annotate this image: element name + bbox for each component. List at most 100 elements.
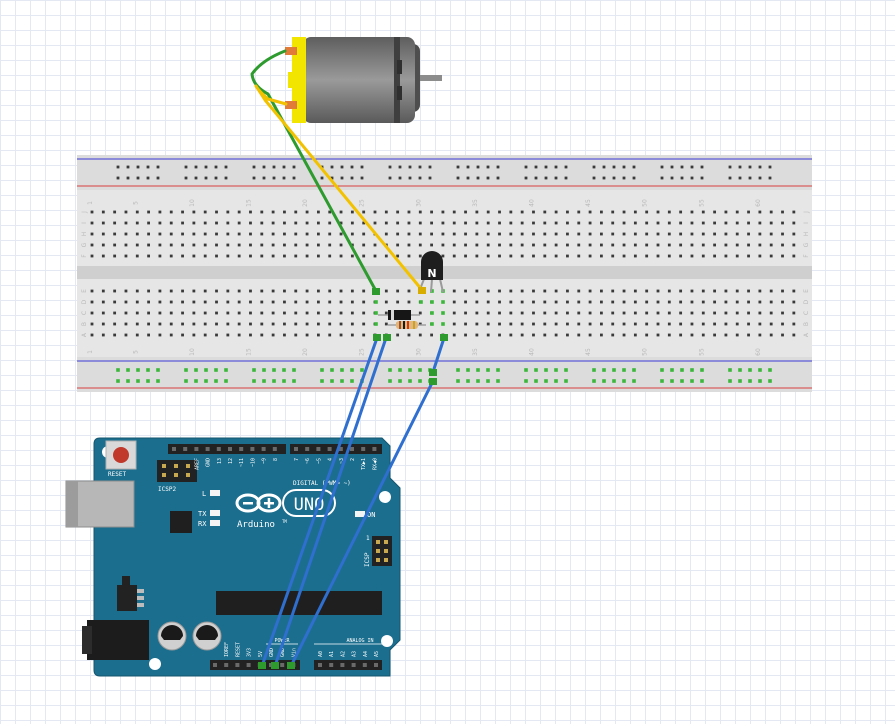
rail-hole-connected	[738, 368, 742, 372]
breadboard-hole	[305, 232, 309, 236]
row-letter: J	[803, 211, 810, 214]
digital-pin-label: ~9	[262, 458, 268, 464]
digital-header-pin	[305, 447, 310, 451]
breadboard-hole	[656, 311, 660, 315]
rail-hole	[612, 165, 616, 169]
breadboard-hole	[362, 289, 366, 293]
breadboard-hole	[747, 300, 750, 304]
rail-hole-connected	[466, 379, 470, 383]
breadboard-hole	[554, 221, 558, 225]
rail-hole	[592, 165, 596, 169]
breadboard-hole	[215, 232, 218, 236]
breadboard-hole	[373, 254, 377, 258]
icsp2-pin	[186, 464, 190, 468]
column-number: 45	[585, 348, 592, 356]
connected-hole	[441, 300, 445, 304]
breadboard-hole	[588, 322, 592, 326]
digital-label: DIGITAL (PWM= ~)	[293, 480, 351, 487]
breadboard-hole	[679, 322, 683, 326]
breadboard-hole	[441, 210, 445, 214]
regulator-pin-1	[137, 589, 144, 593]
top-power-rail	[77, 155, 812, 190]
breadboard-hole	[328, 210, 332, 214]
breadboard-hole	[407, 221, 411, 225]
rail-hole	[700, 176, 704, 180]
breadboard-hole	[192, 221, 196, 225]
breadboard-hole	[679, 254, 683, 258]
breadboard-hole	[566, 333, 569, 337]
breadboard-hole	[792, 311, 796, 315]
breadboard-hole	[792, 254, 796, 258]
column-number: 55	[698, 348, 705, 356]
breadboard-hole	[305, 300, 309, 304]
breadboard-hole	[464, 311, 467, 315]
breadboard-hole	[158, 300, 162, 304]
rail-hole	[554, 176, 558, 180]
breadboard-hole	[758, 300, 762, 304]
breadboard-hole	[350, 322, 354, 326]
breadboard-hole	[577, 322, 581, 326]
rail-hole-connected	[292, 379, 296, 383]
breadboard-hole	[475, 289, 479, 293]
row-letter: C	[803, 311, 810, 315]
breadboard-hole	[520, 311, 524, 315]
breadboard-hole	[113, 322, 117, 326]
breadboard-hole	[90, 232, 94, 236]
breadboard-hole	[192, 254, 196, 258]
breadboard-hole	[701, 322, 705, 326]
column-number: 50	[642, 348, 649, 356]
breadboard-hole	[328, 254, 332, 258]
breadboard-hole	[543, 243, 547, 247]
breadboard-hole	[600, 254, 603, 258]
rail-hole-connected	[340, 379, 344, 383]
breadboard-hole	[611, 289, 615, 293]
transistor-lead-3	[439, 278, 444, 293]
column-number: 25	[359, 199, 366, 207]
digital-pin-label: GND	[206, 458, 212, 467]
breadboard-hole	[249, 289, 252, 293]
column-number: 10	[189, 348, 196, 356]
breadboard-hole	[90, 322, 94, 326]
breadboard-hole	[690, 243, 694, 247]
row-letter: F	[81, 254, 88, 258]
row-letter: A	[803, 332, 810, 337]
breadboard-hole	[158, 289, 162, 293]
breadboard-hole	[226, 210, 230, 214]
rail-hole-connected	[622, 379, 626, 383]
breadboard-hole	[600, 311, 603, 315]
analog-pin-label: A5	[374, 651, 380, 657]
rail-hole-connected	[728, 379, 732, 383]
rail-hole-connected	[612, 368, 616, 372]
breadboard-hole	[192, 322, 196, 326]
rail-hole-connected	[204, 379, 208, 383]
breadboard-hole	[215, 210, 218, 214]
breadboard-hole	[532, 243, 535, 247]
breadboard-hole	[622, 289, 626, 293]
breadboard-hole	[396, 300, 400, 304]
rail-hole	[272, 176, 276, 180]
breadboard-hole	[135, 322, 139, 326]
breadboard-hole	[486, 232, 490, 236]
analog-pin-label: A2	[340, 651, 346, 657]
breadboard-hole	[135, 254, 139, 258]
rail-hole	[748, 165, 752, 169]
breadboard-hole	[147, 243, 150, 247]
breadboard-hole	[362, 210, 366, 214]
rail-hole-connected	[768, 368, 772, 372]
dc-motor	[285, 37, 442, 123]
breadboard-hole	[452, 333, 456, 337]
breadboard-hole	[418, 210, 422, 214]
breadboard-hole	[600, 232, 603, 236]
rail-hole	[602, 176, 606, 180]
breadboard-hole	[384, 300, 388, 304]
breadboard-hole	[509, 300, 513, 304]
breadboard-hole	[124, 210, 128, 214]
motor-band	[394, 37, 400, 123]
blue-wire-3-rail-end	[429, 369, 437, 376]
breadboard-hole	[566, 243, 569, 247]
digital-header-pin	[261, 447, 266, 451]
